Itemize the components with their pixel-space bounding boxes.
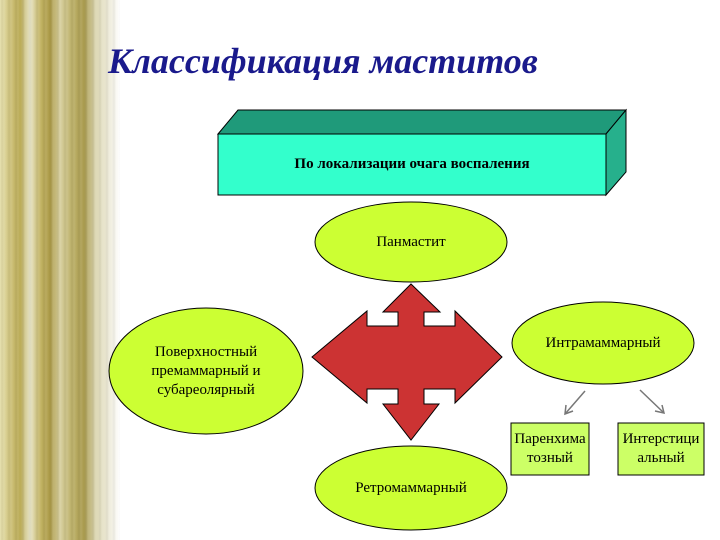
sub-box-right xyxy=(617,422,705,476)
ellipse-bottom xyxy=(314,445,508,531)
node-interstitial: Интерстициальный xyxy=(622,431,700,466)
decorative-sidebar xyxy=(0,0,120,540)
node-superficial: Поверхностный премаммарный и субареолярн… xyxy=(151,343,261,398)
node-parenchymal: Паренхиматозный xyxy=(514,431,586,466)
ellipse-right xyxy=(511,301,695,385)
page-title: Классификация маститов xyxy=(108,41,538,81)
arrow-to-sub-right xyxy=(639,389,666,414)
node-intramammary: Интрамаммарный xyxy=(545,334,661,351)
node-retromammary: Ретромаммарный xyxy=(355,479,467,496)
node-panmastitis: Панмастит xyxy=(376,233,446,250)
header-box xyxy=(216,108,628,197)
arrow-to-sub-left xyxy=(564,390,586,416)
four-way-arrow xyxy=(311,283,503,441)
ellipse-left xyxy=(108,307,304,435)
header-box-top-face xyxy=(216,109,628,135)
header-box-label: По локализации очага воспаления xyxy=(294,156,530,172)
ellipse-top xyxy=(314,201,508,283)
sub-box-left xyxy=(510,422,590,476)
header-box-front-face xyxy=(217,133,607,196)
